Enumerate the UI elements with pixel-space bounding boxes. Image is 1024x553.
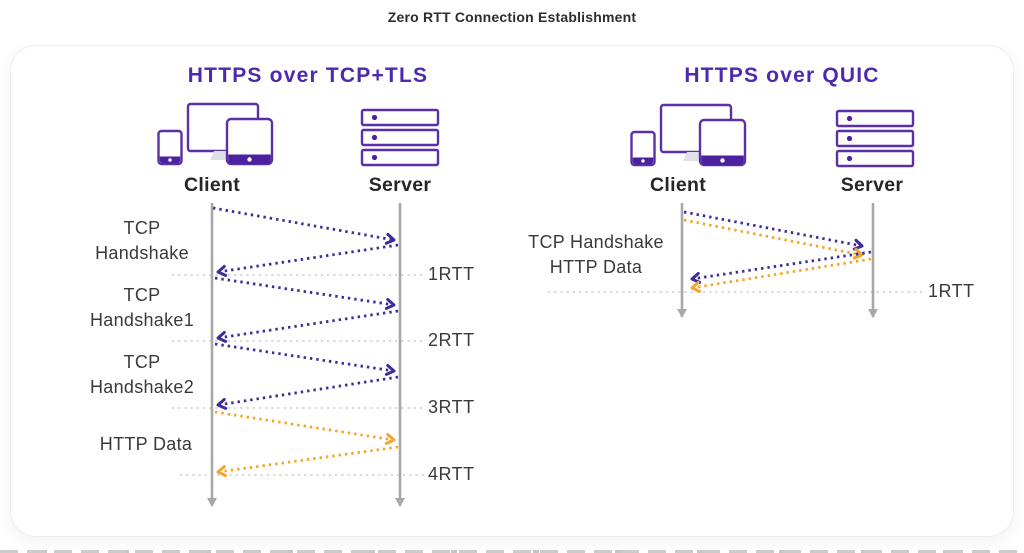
step-line: TCP Handshake bbox=[528, 232, 664, 252]
page-title: Zero RTT Connection Establishment bbox=[387, 9, 637, 25]
step-line: HTTP Data bbox=[549, 257, 643, 277]
left-panel-heading: HTTPS over TCP+TLS bbox=[187, 64, 429, 87]
left-step-tcp-handshake: TCP Handshake bbox=[95, 216, 189, 266]
right-panel-heading: HTTPS over QUIC bbox=[684, 64, 880, 87]
left-rtt-label-4: 4RTT bbox=[428, 464, 475, 484]
left-client-label: Client bbox=[184, 174, 240, 196]
left-step-tcp-handshake2: TCP Handshake2 bbox=[90, 350, 194, 400]
step-line: HTTP Data bbox=[99, 434, 193, 454]
step-line: TCP bbox=[123, 218, 161, 238]
right-client-label: Client bbox=[650, 174, 706, 196]
left-step-http-data: HTTP Data bbox=[100, 432, 192, 457]
step-line: TCP bbox=[123, 352, 161, 372]
step-line: TCP bbox=[123, 285, 161, 305]
step-line: Handshake2 bbox=[89, 377, 195, 397]
left-step-tcp-handshake1: TCP Handshake1 bbox=[90, 283, 194, 333]
left-server-label: Server bbox=[368, 174, 432, 196]
left-rtt-label-2: 2RTT bbox=[428, 330, 475, 350]
step-line: Handshake1 bbox=[89, 310, 195, 330]
left-rtt-label-3: 3RTT bbox=[428, 397, 475, 417]
cutoff-text-strip bbox=[0, 550, 1024, 553]
left-rtt-label-1: 1RTT bbox=[428, 264, 475, 284]
right-server-label: Server bbox=[840, 174, 904, 196]
right-rtt-label-1: 1RTT bbox=[928, 281, 975, 301]
step-line: Handshake bbox=[95, 243, 189, 263]
